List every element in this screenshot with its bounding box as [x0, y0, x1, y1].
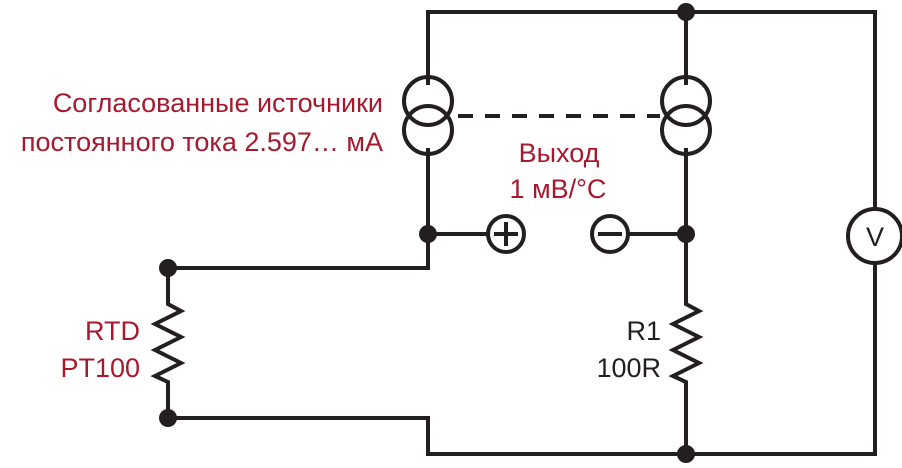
current-source-left-lower-circle — [402, 104, 454, 156]
junction-node-minus — [677, 225, 695, 243]
junction-node-rtd-bottom — [159, 409, 177, 427]
r1-label-line2: 100R — [596, 353, 661, 383]
voltmeter-label: V — [866, 222, 884, 252]
current-source-right-upper-circle — [660, 75, 712, 127]
top-rail-wire — [426, 10, 877, 211]
voltmeter-circle — [846, 207, 902, 265]
current-source-left — [402, 75, 454, 156]
current-source-right-lower-circle — [660, 104, 712, 156]
left-source-down-wire — [166, 148, 430, 294]
minus-terminal — [590, 214, 630, 254]
r1-resistor — [668, 292, 704, 394]
rtd-resistor — [150, 292, 186, 394]
junction-node-bottom — [677, 445, 695, 463]
junction-nodes — [159, 3, 695, 463]
rtd-label-line1: RTD — [85, 316, 140, 346]
voltmeter: V — [846, 207, 902, 265]
plus-terminal — [486, 214, 526, 254]
junction-node-rtd-top — [159, 259, 177, 277]
junction-node-top — [677, 3, 695, 21]
current-sources-label-line1: Согласованные источники — [53, 88, 383, 118]
output-label-line1: Выход — [519, 138, 600, 168]
junction-node-plus — [419, 225, 437, 243]
r1-label-line1: R1 — [626, 316, 661, 346]
plus-sign-icon — [494, 222, 518, 246]
current-sources-label-line2: постоянного тока 2.597… мА — [21, 127, 383, 157]
rtd-label-line2: PT100 — [60, 353, 140, 383]
output-label-line2: 1 мВ/°C — [510, 174, 607, 204]
rtd-bottom-wire — [166, 261, 877, 456]
current-source-left-upper-circle — [402, 75, 454, 127]
current-source-right — [660, 75, 712, 156]
